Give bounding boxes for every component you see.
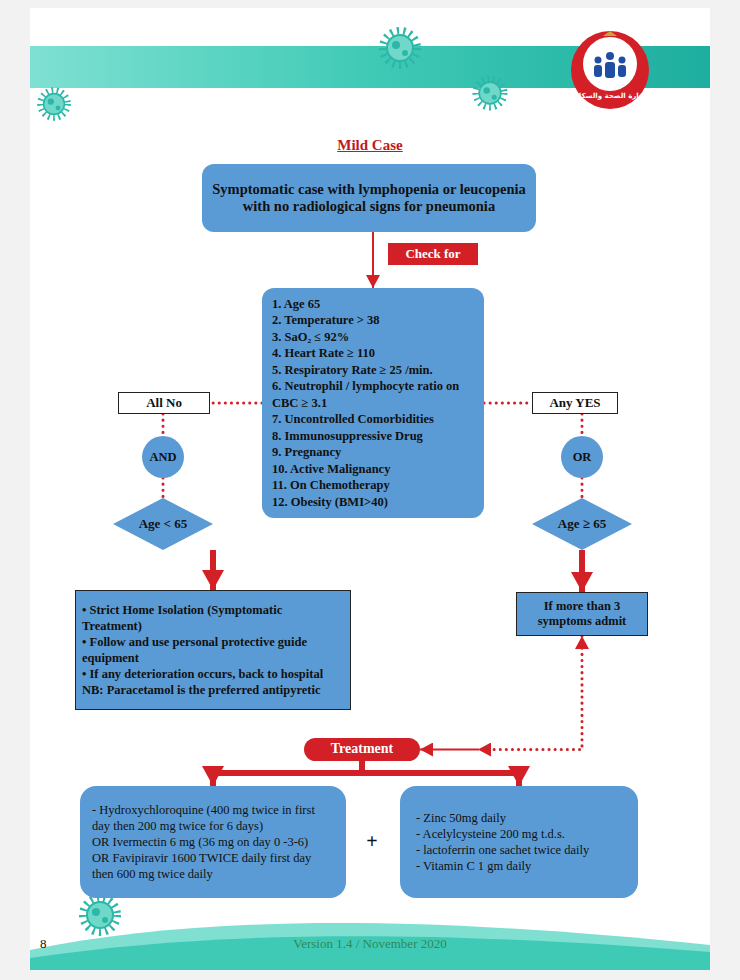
node-text: • Strict Home Isolation (Symptomatic Tre… [82, 602, 344, 634]
outcome-box: Any YES [532, 392, 618, 414]
action-box: • Strict Home Isolation (Symptomatic Tre… [75, 590, 351, 710]
connector [163, 478, 164, 498]
node-text: If more than 3 symptoms admit [523, 599, 641, 629]
node-text: - Hydroxychloroquine (400 mg twice in fi… [92, 802, 334, 834]
node-text: 6. Neutrophil / lymphocyte ratio on CBC … [272, 378, 474, 411]
node-text: Treatment [310, 741, 414, 758]
node-text: 12. Obesity (BMI>40) [272, 494, 474, 511]
connector [163, 414, 164, 436]
outcome-box: All No [118, 392, 210, 414]
check-label: Check for [388, 243, 478, 265]
process-box: Symptomatic case with lymphopenia or leu… [202, 164, 536, 232]
node-text: OR [573, 450, 592, 465]
logo [571, 31, 649, 109]
logic-circle: OR [561, 436, 603, 478]
treatment-box: - Hydroxychloroquine (400 mg twice in fi… [80, 786, 346, 898]
page-title: Mild Case [270, 137, 470, 154]
node-text: • If any deterioration occurs, back to h… [82, 666, 344, 682]
node-text: - Acelylcysteine 200 mg t.d.s. [416, 826, 622, 842]
node-text: 7. Uncontrolled Comorbidities [272, 411, 474, 428]
plus-sign: + [352, 830, 392, 853]
node-text: 9. Pregnancy [272, 444, 474, 461]
footer-wave [30, 923, 710, 970]
node-text: NB: Paracetamol is the preferred antipyr… [82, 682, 344, 698]
node-text: - lactoferrin one sachet twice daily [416, 842, 622, 858]
connector [420, 636, 582, 750]
node-text: OR Favipiravir 1600 TWICE daily first da… [92, 850, 334, 882]
treatment-box: - Zinc 50mg daily- Acelylcysteine 200 mg… [400, 786, 638, 898]
node-text: Check for [392, 246, 474, 262]
decision-diamond: Age ≥ 65 [532, 498, 632, 550]
connector [582, 550, 583, 592]
node-text: 11. On Chemotherapy [272, 477, 474, 494]
connector [210, 403, 262, 404]
connector [582, 414, 583, 436]
node-text: - Vitamin C 1 gm daily [416, 858, 622, 874]
connector [582, 478, 583, 498]
connector [213, 761, 362, 786]
node-text: 3. SaO₂ ≤ 92% [272, 329, 474, 346]
node-text: 1. Age 65 [272, 296, 474, 313]
node-text: All No [123, 395, 205, 411]
node-text: Age < 65 [139, 516, 188, 532]
node-text: - Zinc 50mg daily [416, 810, 622, 826]
page-number: 8 [40, 936, 70, 952]
connector [213, 550, 214, 590]
node-text: 10. Active Malignancy [272, 461, 474, 478]
node-text: Symptomatic case with lymphopenia or leu… [212, 181, 526, 216]
node-text: AND [149, 450, 176, 465]
logo-text: وزارة الصحة والسكان [572, 92, 648, 100]
node-text: • Follow and use personal protective gui… [82, 634, 344, 666]
criteria-box: 1. Age 652. Temperature > 383. SaO₂ ≤ 92… [262, 288, 484, 518]
node-text: 4. Heart Rate ≥ 110 [272, 345, 474, 362]
logic-circle: AND [142, 436, 184, 478]
node-text: 5. Respiratory Rate ≥ 25 /min. [272, 362, 474, 379]
node-text: 2. Temperature > 38 [272, 312, 474, 329]
node-text: 8. Immunosuppressive Drug [272, 428, 474, 445]
treatment-label: Treatment [304, 738, 420, 761]
decision-diamond: Age < 65 [113, 498, 213, 550]
action-box: If more than 3 symptoms admit [516, 592, 648, 636]
connector [484, 403, 532, 404]
connector [362, 761, 519, 786]
connector [373, 232, 374, 288]
node-text: Any YES [537, 395, 613, 411]
node-text: OR Ivermectin 6 mg (36 mg on day 0 -3-6) [92, 834, 334, 850]
version-footer: Version 1.4 / November 2020 [220, 936, 520, 952]
node-text: Age ≥ 65 [558, 516, 606, 532]
